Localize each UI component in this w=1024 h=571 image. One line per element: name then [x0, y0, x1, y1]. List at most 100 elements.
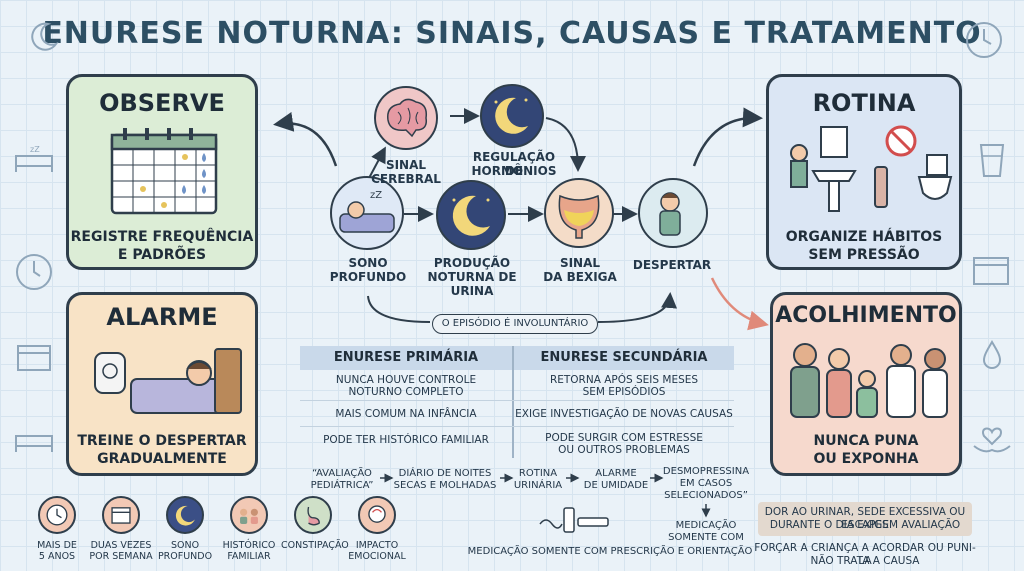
family-icon: [240, 508, 258, 524]
sinal-cerebral-label-1: SINAL: [385, 158, 427, 172]
involuntario-badge: O EPISÓDIO É INVOLUNTÁRIO: [432, 314, 598, 334]
medication-icon: [539, 507, 609, 533]
secundaria-row2: EXIGE INVESTIGAÇÃO DE NOVAS CAUSAS: [515, 408, 733, 420]
warning-1-line2: DURANTE O DIA EXIGEM AVALIAÇÃO: [769, 519, 961, 531]
risk-factor-label: IMPACTO: [355, 540, 399, 551]
sleeping-child-icon: zZ: [339, 190, 395, 233]
alarme-card: ALARME TREINE O DESPERTAR GRADUALMENTE: [66, 292, 258, 476]
secundaria-row3-line1: PODE SURGIR COM ESTRESSE: [545, 432, 703, 444]
risk-factor-label: PROFUNDO: [157, 551, 213, 562]
table-row-line: [300, 400, 734, 401]
secundaria-row1-line2: SEM EPISÓDIOS: [582, 386, 666, 398]
alarme-caption-line-2: GRADUALMENTE: [97, 451, 227, 467]
risk-factor-label: CONSTIPAÇÃO: [281, 540, 349, 551]
water-drop-hands-icon: [982, 340, 1002, 369]
warning-2-line1: FORÇAR A CRIANÇA A ACORDAR OU PUNI-LA: [754, 542, 976, 567]
bladder-icon: [558, 194, 600, 239]
step-rotina-line2: URINÁRIA: [513, 480, 563, 491]
step-desmopressina-line3: SELECIONADOS”: [664, 490, 748, 501]
svg-text:zZ: zZ: [370, 190, 382, 201]
risk-factor-label: EMOCIONAL: [348, 551, 406, 562]
rotina-caption-line-2: SEM PRESSÃO: [808, 247, 920, 263]
regulacao-label-2: HORMÔNIOS: [471, 164, 557, 178]
calendar-icon: [973, 257, 1009, 285]
step-desmopressina-line1: DESMOPRESSINA: [662, 466, 750, 477]
risk-factor-1: [38, 496, 76, 534]
step-avaliacao-line1: “AVALIAÇÃO: [312, 468, 372, 479]
rotina-title: ROTINA: [812, 89, 916, 117]
regulacao-label-1: REGULAÇÃO DE: [472, 150, 556, 178]
step-avaliacao-line2: PEDIÁTRICA”: [310, 480, 374, 491]
acolhimento-title: ACOLHIMENTO: [775, 303, 957, 328]
observe-caption-line-2: E PADRÕES: [117, 247, 207, 263]
risk-factor-label: MAIS DE: [37, 540, 77, 551]
sinal-bexiga-node: [544, 178, 614, 248]
step-desmopressina-line2: EM CASOS: [679, 478, 733, 489]
risk-factor-label: SONO: [170, 540, 200, 551]
sono-label-2: PROFUNDO: [329, 270, 407, 284]
risk-factor-label: 5 ANOS: [38, 551, 76, 562]
step-alarme-line1: ALARME: [595, 468, 637, 479]
warning-2-line2: NÃO TRATA A CAUSA: [810, 555, 920, 567]
producao-label-1: PRODUÇÃO: [433, 256, 511, 270]
producao-urina-node: [436, 180, 506, 250]
bed-icon: [15, 435, 53, 452]
bed-alarm-icon: [94, 348, 242, 414]
secundaria-header: ENURESE SECUNDÁRIA: [514, 346, 734, 370]
producao-label-2: NOTURNA DE: [427, 270, 517, 284]
alarme-caption-line-1: TREINE O DESPERTAR: [77, 433, 247, 449]
acolhimento-caption-line-1: NUNCA PUNA: [813, 433, 919, 449]
despertar-label: DESPERTAR: [632, 258, 712, 272]
glass-icon: [979, 144, 1005, 177]
sinal-cerebral-label-2: CEREBRAL: [371, 172, 441, 186]
step-rotina-line1: ROTINA: [518, 468, 558, 479]
calendar-icon: [110, 128, 218, 215]
acolhimento-caption-line-2: OU EXPONHA: [813, 451, 919, 467]
step-alarme-line2: DE UMIDADE: [583, 480, 649, 491]
brain-icon: [387, 98, 428, 138]
clock-icon: [46, 504, 68, 526]
secundaria-row3-line2: OU OUTROS PROBLEMAS: [558, 444, 690, 456]
moon-stars-icon: [31, 22, 59, 51]
bathroom-routine-icon: [790, 125, 953, 212]
primaria-row2: MAIS COMUM NA INFÂNCIA: [335, 408, 477, 420]
observe-caption-line-1: REGISTRE FREQUÊNCIA: [70, 229, 254, 245]
moon-icon: [494, 97, 528, 134]
warning-box: [758, 502, 972, 536]
moon-icon: [452, 195, 490, 236]
producao-label-3: URINA: [450, 284, 494, 298]
calendar-icon: [17, 345, 51, 371]
bexiga-label-1: SINAL: [559, 256, 601, 270]
rotina-caption-line-1: ORGANIZE HÁBITOS: [785, 229, 943, 245]
step-diario-line2: SECAS E MOLHADAS: [393, 480, 497, 491]
step-medicacao-line2: SOMENTE COM: [668, 532, 744, 543]
table-row-line: [300, 426, 734, 427]
medicacao-note: MEDICAÇÃO SOMENTE COM PRESCRIÇÃO E ORIEN…: [467, 546, 753, 557]
despertar-node: [638, 178, 708, 248]
observe-card: OBSERVE REGISTRE FREQUÊNCIA E PADRÕES: [66, 74, 258, 270]
risk-factor-4: [230, 496, 268, 534]
risk-factor-5: [294, 496, 332, 534]
risk-factor-3: [166, 496, 204, 534]
table-divider: [512, 346, 514, 458]
svg-text:zZ: zZ: [30, 145, 40, 154]
regulacao-hormonios-node: [480, 84, 544, 148]
rotina-card: ROTINA ORGANIZE HÁBITOS SEM PRESSÃO: [766, 74, 962, 270]
warning-1-line1: DOR AO URINAR, SEDE EXCESSIVA OU ESCAPES: [764, 506, 966, 531]
hands-heart-icon: [973, 427, 1011, 453]
step-diario-line1: DIÁRIO DE NOITES: [398, 468, 492, 479]
family-doctor-icon: [790, 343, 948, 418]
primaria-row3: PODE TER HISTÓRICO FAMILIAR: [323, 434, 489, 446]
risk-factor-label: HISTÓRICO: [222, 540, 276, 551]
risk-factor-label: DUAS VEZES: [90, 540, 152, 551]
observe-title: OBSERVE: [99, 89, 225, 117]
primaria-row1-line2: NOTURNO COMPLETO: [348, 386, 464, 398]
primaria-header: ENURESE PRIMÁRIA: [300, 346, 512, 370]
sono-profundo-node: zZ: [330, 176, 404, 250]
sono-label-1: SONO: [348, 256, 388, 270]
risk-factor-label: FAMILIAR: [227, 551, 271, 562]
calendar-icon: [111, 507, 131, 524]
alarme-title: ALARME: [106, 303, 218, 331]
